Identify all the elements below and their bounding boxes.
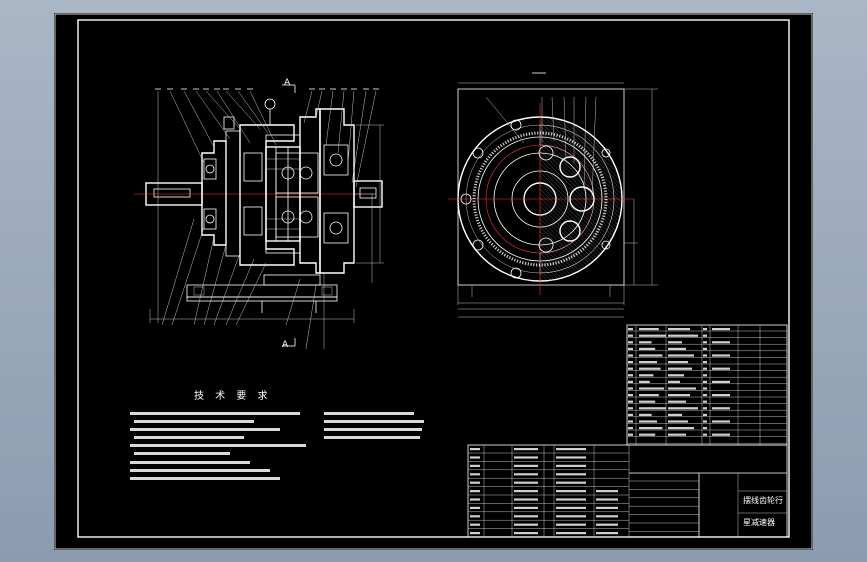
title-line-2: 星减速器	[743, 517, 775, 527]
drawing-canvas: A A	[54, 13, 813, 550]
technical-requirements: 技 术 要 求	[130, 389, 424, 480]
sheet-border	[54, 13, 813, 550]
drawing-frame	[77, 19, 790, 538]
drawing-sheet[interactable]: A A	[54, 13, 813, 550]
title-line-1: 摆线齿轮行	[743, 495, 783, 505]
view-a-top-label: A	[284, 78, 291, 88]
parts-list-table	[626, 324, 788, 446]
tech-requirements-title: 技 术 要 求	[194, 389, 272, 402]
section-view: A A	[134, 78, 384, 350]
end-view	[448, 72, 658, 318]
title-block: 摆线齿轮行 星减速器	[467, 444, 788, 538]
view-a-bottom-label: A	[282, 340, 289, 350]
